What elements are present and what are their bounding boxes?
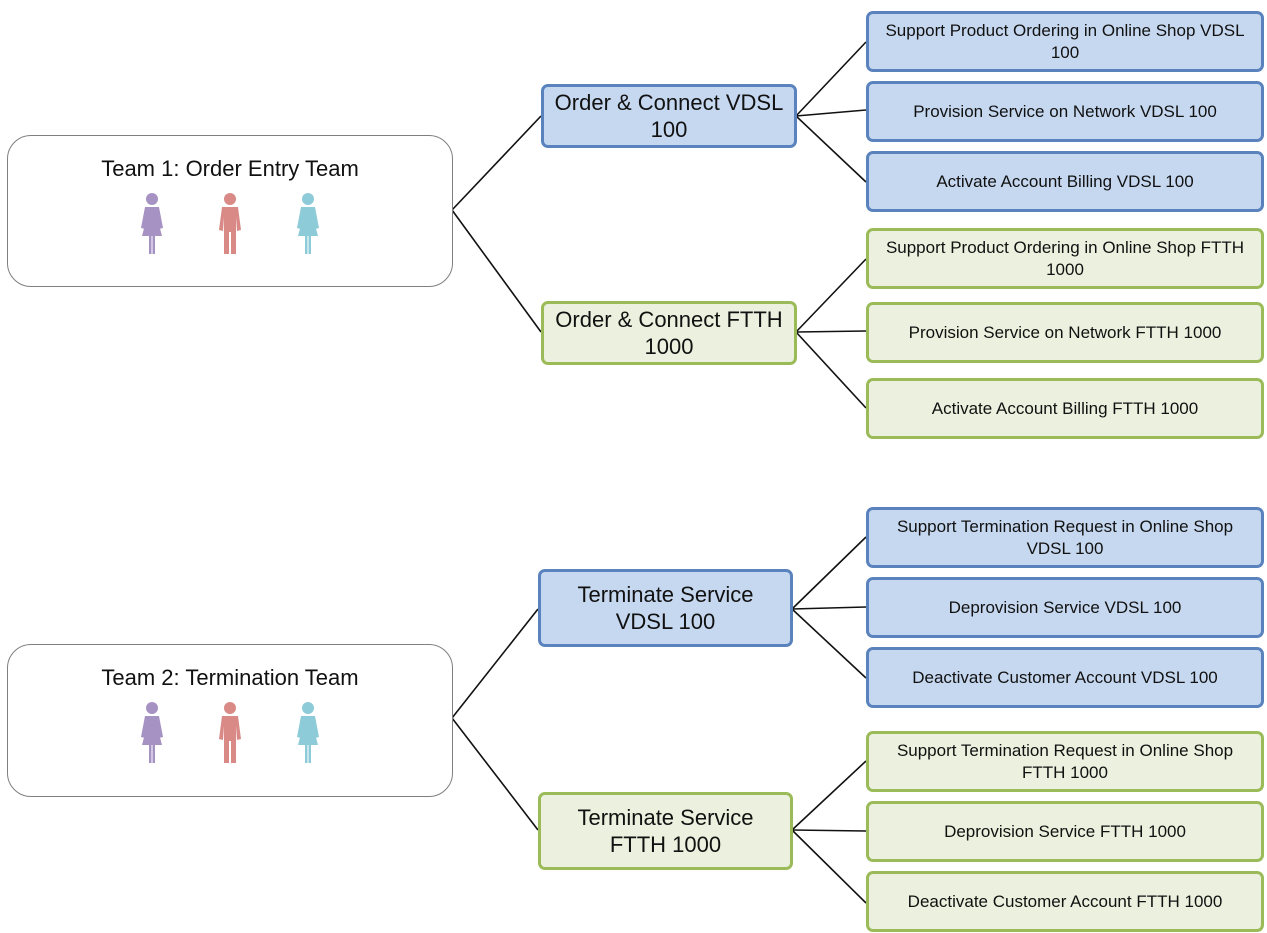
task-label: Support Product Ordering in Online Shop … xyxy=(885,238,1245,279)
female-person-icon xyxy=(297,702,319,763)
connector-line xyxy=(451,608,539,719)
feature-terminate-service-vdsl: Terminate Service VDSL 100 xyxy=(538,569,793,647)
connector-line xyxy=(795,109,867,117)
team-members xyxy=(8,701,452,765)
team-box-termination: Team 2: Termination Team xyxy=(7,644,453,797)
task-deactivate-customer-account-vdsl: Deactivate Customer Account VDSL 100 xyxy=(866,647,1264,708)
task-support-termination-request-vdsl: Support Termination Request in Online Sh… xyxy=(866,507,1264,568)
connector-line xyxy=(791,829,867,904)
task-label: Provision Service on Network FTTH 1000 xyxy=(908,322,1222,342)
feature-order-connect-vdsl: Order & Connect VDSL 100 xyxy=(541,84,797,148)
task-label: Activate Account Billing VDSL 100 xyxy=(936,171,1194,191)
connector-line xyxy=(791,536,867,610)
male-person-icon xyxy=(219,193,241,254)
team-title: Team 1: Order Entry Team xyxy=(101,156,359,181)
connector-line xyxy=(451,717,539,831)
connector-line xyxy=(795,41,867,117)
connector-line xyxy=(451,209,542,333)
task-support-termination-request-ftth: Support Termination Request in Online Sh… xyxy=(866,731,1264,792)
task-deprovision-service-ftth: Deprovision Service FTTH 1000 xyxy=(866,801,1264,862)
feature-label: Terminate Service FTTH 1000 xyxy=(577,804,754,858)
task-label: Support Termination Request in Online Sh… xyxy=(896,517,1234,558)
task-label: Activate Account Billing FTTH 1000 xyxy=(931,398,1199,418)
task-label: Deactivate Customer Account FTTH 1000 xyxy=(907,891,1223,911)
male-person-icon xyxy=(219,702,241,763)
connector-line xyxy=(795,115,867,183)
team-box-order-entry: Team 1: Order Entry Team xyxy=(7,135,453,287)
task-label: Deprovision Service FTTH 1000 xyxy=(944,821,1186,841)
task-label: Support Termination Request in Online Sh… xyxy=(896,741,1234,782)
connector-line xyxy=(791,606,867,610)
task-label: Deactivate Customer Account VDSL 100 xyxy=(912,667,1218,687)
connector-line xyxy=(791,760,867,831)
task-support-product-ordering-vdsl: Support Product Ordering in Online Shop … xyxy=(866,11,1264,72)
task-deactivate-customer-account-ftth: Deactivate Customer Account FTTH 1000 xyxy=(866,871,1264,932)
feature-label: Terminate Service VDSL 100 xyxy=(577,581,754,635)
feature-label: Order & Connect FTTH 1000 xyxy=(555,306,783,360)
connector-line xyxy=(795,258,867,333)
connector-line xyxy=(791,608,867,679)
task-label: Support Product Ordering in Online Shop … xyxy=(885,21,1245,62)
female-person-icon xyxy=(141,702,163,763)
connector-line xyxy=(795,331,867,409)
connector-line xyxy=(795,330,867,333)
task-activate-billing-ftth: Activate Account Billing FTTH 1000 xyxy=(866,378,1264,439)
female-person-icon xyxy=(297,193,319,254)
team-title: Team 2: Termination Team xyxy=(101,665,359,690)
feature-order-connect-ftth: Order & Connect FTTH 1000 xyxy=(541,301,797,365)
task-label: Deprovision Service VDSL 100 xyxy=(948,597,1182,617)
task-provision-service-vdsl: Provision Service on Network VDSL 100 xyxy=(866,81,1264,142)
task-activate-billing-vdsl: Activate Account Billing VDSL 100 xyxy=(866,151,1264,212)
task-support-product-ordering-ftth: Support Product Ordering in Online Shop … xyxy=(866,228,1264,289)
task-deprovision-service-vdsl: Deprovision Service VDSL 100 xyxy=(866,577,1264,638)
connector-line xyxy=(451,115,542,211)
female-person-icon xyxy=(141,193,163,254)
connector-line xyxy=(791,829,867,832)
feature-label: Order & Connect VDSL 100 xyxy=(554,89,784,143)
task-provision-service-ftth: Provision Service on Network FTTH 1000 xyxy=(866,302,1264,363)
team-members xyxy=(8,192,452,256)
task-label: Provision Service on Network VDSL 100 xyxy=(913,101,1217,121)
feature-terminate-service-ftth: Terminate Service FTTH 1000 xyxy=(538,792,793,870)
